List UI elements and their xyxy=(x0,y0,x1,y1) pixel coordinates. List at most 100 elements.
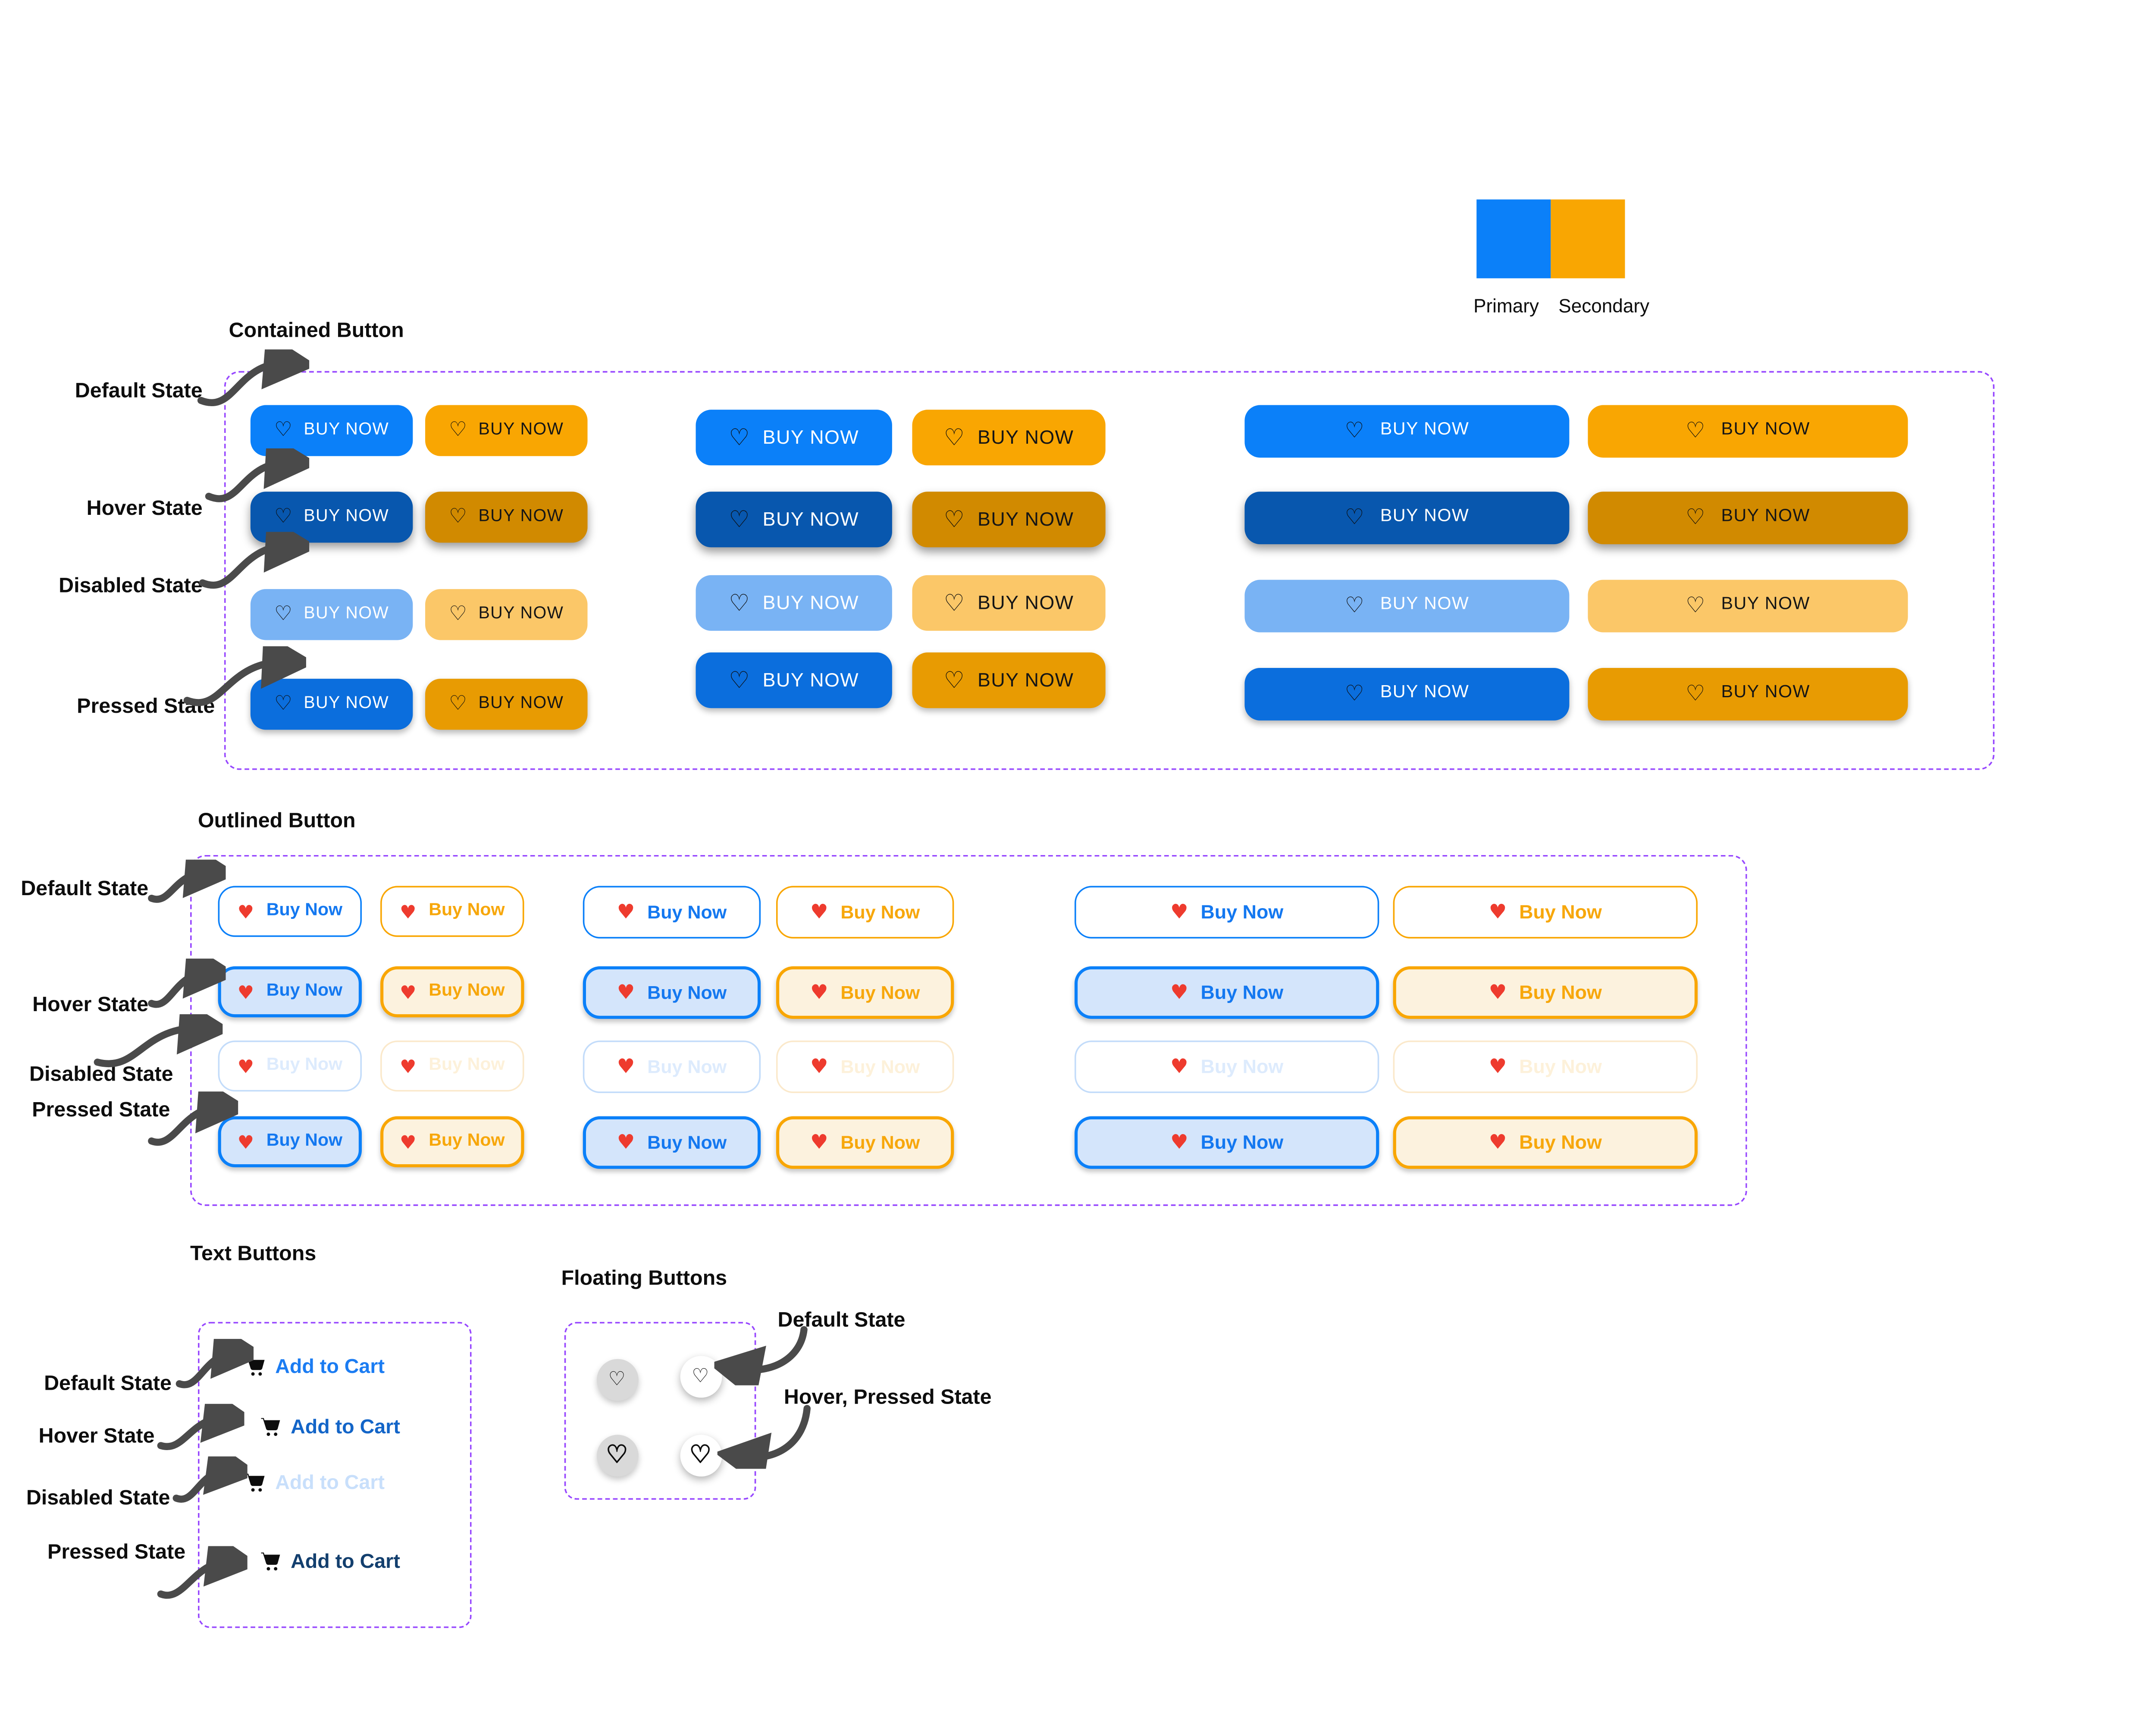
buy-now-label: Buy Now xyxy=(1519,1056,1602,1078)
heart-outline-icon: ♡ xyxy=(943,504,965,533)
buy-now-label: Buy Now xyxy=(266,981,343,1000)
outlined-button-primary-hover-size3[interactable]: ♥Buy Now xyxy=(1074,966,1379,1019)
contained-button-secondary-pressed-size2[interactable]: ♡BUY NOW xyxy=(912,652,1106,708)
contained-button-secondary-hover-size1[interactable]: ♡ BUY NOW xyxy=(425,492,588,543)
contained-button-secondary-default-size2[interactable]: ♡BUY NOW xyxy=(912,410,1106,466)
floating-section-title: Floating Buttons xyxy=(561,1266,727,1290)
text-pressed-state-label: Pressed State xyxy=(47,1540,186,1564)
outlined-button-primary-hover-size2[interactable]: ♥Buy Now xyxy=(583,966,761,1019)
text-button-default[interactable]: Add to Cart xyxy=(244,1354,385,1378)
contained-button-secondary-default-size3[interactable]: ♡BUY NOW xyxy=(1588,405,1908,458)
buy-now-label: Buy Now xyxy=(647,1056,727,1078)
outlined-button-primary-default-size1[interactable]: ♥Buy Now xyxy=(218,886,362,937)
contained-button-primary-hover-size2[interactable]: ♡BUY NOW xyxy=(696,492,892,548)
buy-now-label: Buy Now xyxy=(429,1131,505,1150)
outlined-button-secondary-disabled-size3[interactable]: ♥ Buy Now xyxy=(1393,1040,1698,1094)
contained-button-primary-pressed-size2[interactable]: ♡BUY NOW xyxy=(696,652,892,708)
buy-now-label: Buy Now xyxy=(647,901,727,923)
heart-outline-icon: ♡ xyxy=(692,1363,709,1387)
buy-now-label: Buy Now xyxy=(840,901,920,923)
heart-filled-icon: ♥ xyxy=(1489,1055,1507,1078)
secondary-color-swatch xyxy=(1551,199,1625,279)
heart-outline-icon: ♡ xyxy=(1344,682,1365,707)
outlined-button-secondary-default-size1[interactable]: ♥Buy Now xyxy=(380,886,524,937)
text-button-pressed[interactable]: Add to Cart xyxy=(260,1549,400,1573)
add-to-cart-label: Add to Cart xyxy=(291,1414,400,1438)
outlined-button-secondary-default-size3[interactable]: ♥Buy Now xyxy=(1393,886,1698,939)
contained-button-primary-hover-size1[interactable]: ♡BUY NOW xyxy=(250,492,413,543)
contained-button-primary-default-size3[interactable]: ♡BUY NOW xyxy=(1244,405,1570,458)
text-button-disabled[interactable]: Add to Cart xyxy=(244,1470,385,1494)
cart-icon xyxy=(245,1357,265,1375)
outlined-button-secondary-disabled-size2[interactable]: ♥Buy Now xyxy=(776,1040,954,1094)
contained-button-primary-pressed-size3[interactable]: ♡BUY NOW xyxy=(1244,667,1570,721)
outlined-button-primary-disabled-size1[interactable]: ♥Buy Now xyxy=(218,1040,362,1092)
cart-icon xyxy=(261,1417,280,1435)
outlined-button-secondary-hover-size3[interactable]: ♥Buy Now xyxy=(1393,966,1698,1019)
heart-filled-icon: ♥ xyxy=(617,1131,635,1154)
contained-button-secondary-disabled-size1[interactable]: ♡BUY NOW xyxy=(425,589,588,640)
contained-button-primary-default-size2[interactable]: ♡BUY NOW xyxy=(696,410,892,466)
contained-button-secondary-disabled-size3[interactable]: ♡BUY NOW xyxy=(1588,580,1908,633)
buy-now-label: Buy Now xyxy=(429,1056,505,1075)
heart-outline-icon: ♡ xyxy=(449,603,468,627)
outlined-button-secondary-disabled-size1[interactable]: ♥Buy Now xyxy=(380,1040,524,1092)
buy-now-label: BUY NOW xyxy=(304,420,389,439)
buy-now-label: BUY NOW xyxy=(304,604,389,623)
outlined-button-secondary-default-size2[interactable]: ♥Buy Now xyxy=(776,886,954,939)
buy-now-label: BUY NOW xyxy=(478,507,564,526)
outlined-button-primary-disabled-size2[interactable]: ♥Buy Now xyxy=(583,1040,761,1094)
text-buttons-section-title: Text Buttons xyxy=(190,1241,317,1265)
outlined-button-primary-pressed-size3[interactable]: ♥Buy Now xyxy=(1074,1116,1379,1169)
outlined-button-primary-pressed-size1[interactable]: ♥Buy Now xyxy=(218,1116,362,1168)
heart-filled-icon: ♥ xyxy=(399,981,417,1003)
text-default-state-label: Default State xyxy=(44,1371,172,1395)
contained-button-secondary-hover-size2[interactable]: ♡BUY NOW xyxy=(912,492,1106,548)
heart-outline-icon: ♡ xyxy=(943,423,965,451)
heart-outline-icon: ♡ xyxy=(449,505,468,529)
outlined-button-secondary-hover-size1[interactable]: ♥ Buy Now xyxy=(380,966,524,1018)
primary-swatch-label: Primary xyxy=(1473,295,1539,317)
heart-filled-icon: ♥ xyxy=(1170,1055,1188,1078)
fab-white-pressed[interactable]: ♡ xyxy=(679,1434,721,1476)
buy-now-label: Buy Now xyxy=(840,1131,920,1153)
fab-gray-default[interactable]: ♡ xyxy=(596,1358,638,1400)
contained-button-secondary-default-size1[interactable]: ♡BUY NOW xyxy=(425,405,588,456)
contained-button-secondary-hover-size3[interactable]: ♡BUY NOW xyxy=(1588,492,1908,545)
outlined-button-secondary-pressed-size3[interactable]: ♥Buy Now xyxy=(1393,1116,1698,1169)
heart-filled-icon: ♥ xyxy=(1489,1131,1507,1154)
buy-now-label: Buy Now xyxy=(647,1131,727,1153)
contained-button-secondary-pressed-size1[interactable]: ♡BUY NOW xyxy=(425,679,588,730)
outlined-button-secondary-pressed-size1[interactable]: ♥Buy Now xyxy=(380,1116,524,1168)
heart-outline-icon: ♡ xyxy=(1344,593,1365,619)
buy-now-label: BUY NOW xyxy=(978,592,1074,614)
outlined-button-secondary-pressed-size2[interactable]: ♥Buy Now xyxy=(776,1116,954,1169)
fab-gray-pressed[interactable]: ♡ xyxy=(596,1434,638,1476)
heart-outline-icon: ♡ xyxy=(729,504,750,533)
buy-now-label: Buy Now xyxy=(429,981,505,1000)
cart-icon xyxy=(261,1551,280,1570)
contained-button-primary-default-size1[interactable]: ♡BUY NOW xyxy=(250,405,413,456)
outlined-button-primary-pressed-size2[interactable]: ♥ Buy Now xyxy=(583,1116,761,1169)
contained-button-primary-pressed-size1[interactable]: ♡BUY NOW xyxy=(250,679,413,730)
buy-now-label: Buy Now xyxy=(1200,1131,1284,1153)
contained-button-secondary-disabled-size2[interactable]: ♡BUY NOW xyxy=(912,575,1106,631)
outlined-button-primary-default-size2[interactable]: ♥Buy Now xyxy=(583,886,761,939)
outlined-button-secondary-hover-size2[interactable]: ♥Buy Now xyxy=(776,966,954,1019)
contained-button-primary-disabled-size3[interactable]: ♡BUY NOW xyxy=(1244,580,1570,633)
outlined-button-primary-default-size3[interactable]: ♥Buy Now xyxy=(1074,886,1379,939)
outlined-button-primary-disabled-size3[interactable]: ♥Buy Now xyxy=(1074,1040,1379,1094)
heart-filled-icon: ♥ xyxy=(810,1055,828,1078)
heart-outline-icon: ♡ xyxy=(943,665,965,694)
text-disabled-state-label: Disabled State xyxy=(26,1485,170,1509)
text-button-hover[interactable]: Add to Cart xyxy=(260,1415,400,1438)
contained-button-secondary-pressed-size3[interactable]: ♡BUY NOW xyxy=(1588,667,1908,721)
contained-button-primary-hover-size3[interactable]: ♡BUY NOW xyxy=(1244,492,1570,545)
buy-now-label: BUY NOW xyxy=(1721,507,1810,526)
contained-button-primary-disabled-size1[interactable]: ♡ BUY NOW xyxy=(250,589,413,640)
contained-button-primary-disabled-size2[interactable]: ♡BUY NOW xyxy=(696,575,892,631)
heart-outline-icon: ♡ xyxy=(274,505,293,529)
buy-now-label: BUY NOW xyxy=(1380,507,1470,526)
outlined-button-primary-hover-size1[interactable]: ♥Buy Now xyxy=(218,966,362,1018)
heart-outline-icon: ♡ xyxy=(274,603,293,627)
